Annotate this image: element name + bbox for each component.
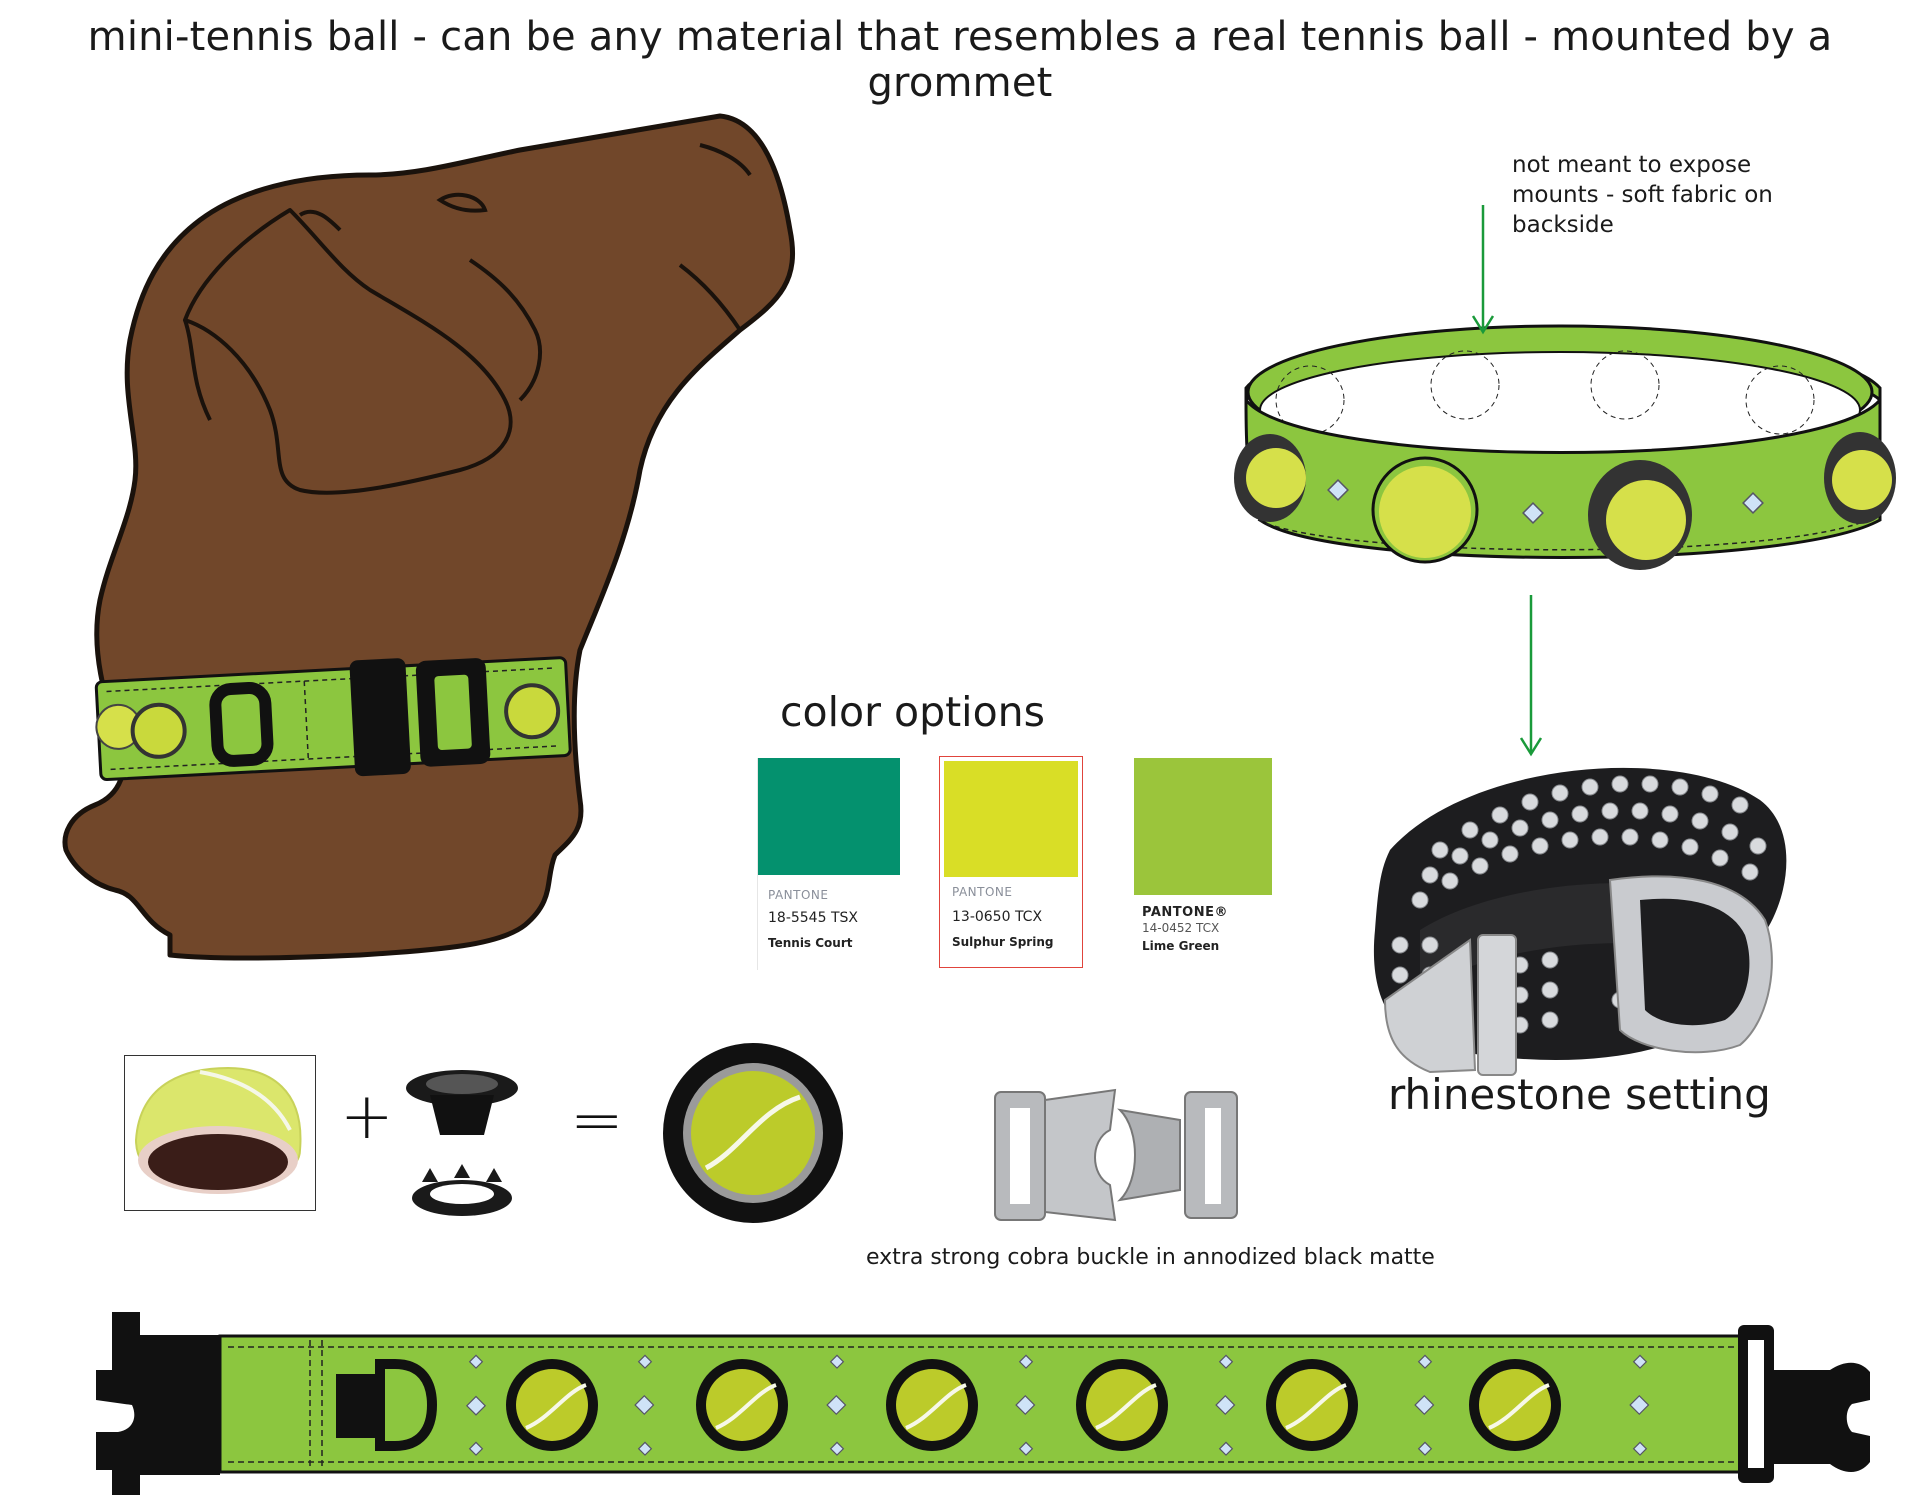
dog-nose-line: [699, 143, 752, 177]
collar-3d-ball-1: [1234, 434, 1306, 522]
swatch-tennis-court: PANTONE 18-5545 TSX Tennis Court: [757, 758, 900, 970]
swatch-name: Sulphur Spring: [952, 935, 1054, 949]
rhinestone-belt-keeper: [1477, 934, 1517, 1076]
dog-eye: [436, 192, 488, 213]
flat-collar-keeper: [336, 1374, 380, 1438]
collar-cobra-buckle-male: [349, 658, 411, 777]
arrow-to-rhinestone: [1519, 595, 1543, 757]
flat-collar-ball-2: [696, 1359, 788, 1451]
plus-sign: +: [340, 1080, 394, 1154]
dog-mouth-line: [678, 263, 742, 332]
swatch-sulphur-spring: PANTONE 13-0650 TCX Sulphur Spring: [939, 756, 1083, 968]
swatch-chip: [944, 761, 1078, 877]
rhinestone-rows: [1391, 775, 1767, 1034]
dog-ear-outline: [183, 208, 513, 495]
swatch-name: Tennis Court: [768, 936, 853, 950]
collar-d-ring: [209, 682, 274, 767]
equals-sign: =: [570, 1084, 624, 1158]
rhinestone-belt-tip: [1383, 938, 1477, 1074]
flat-collar-left-buckle: [96, 1312, 220, 1495]
buckle-caption: extra strong cobra buckle in annodized b…: [866, 1245, 1435, 1270]
flat-collar-right-buckle: [1774, 1362, 1870, 1473]
rhinestone-setting-label: rhinestone setting: [1388, 1070, 1771, 1119]
collar-ball-3: [504, 683, 561, 740]
flat-collar-ball-4: [1076, 1359, 1168, 1451]
collar-3d-ball-4: [1824, 432, 1896, 524]
collar-ball-2: [130, 702, 187, 759]
swatch-brand: PANTONE®: [1142, 905, 1228, 920]
swatch-brand: PANTONE: [768, 888, 829, 902]
swatch-chip: [758, 758, 900, 875]
dog-collar: [94, 656, 572, 782]
color-options-heading: color options: [780, 688, 1045, 736]
swatch-name: Lime Green: [1142, 939, 1220, 953]
flat-collar-ball-6: [1469, 1359, 1561, 1451]
flat-collar-rhinestones: [465, 1354, 1650, 1456]
arrow-to-backside: [1471, 205, 1495, 335]
collar-3d-ball-3: [1588, 460, 1692, 570]
swatch-chip: [1134, 758, 1272, 895]
flat-collar-d-ring: [375, 1359, 438, 1451]
swatch-lime-green: PANTONE® 14-0452 TCX Lime Green: [1134, 758, 1272, 958]
page-title: mini-tennis ball - can be any material t…: [87, 14, 1833, 106]
swatch-code: 13-0650 TCX: [952, 909, 1043, 925]
swatch-brand: PANTONE: [952, 885, 1013, 899]
dog-ear-crease: [183, 319, 212, 421]
backside-note-line-2: mounts - soft fabric on: [1512, 182, 1773, 208]
swatch-code: 18-5545 TSX: [768, 910, 858, 926]
flat-collar-ball-5: [1266, 1359, 1358, 1451]
dog-jaw-line: [468, 258, 542, 402]
collar-3d-ball-2: [1371, 456, 1479, 564]
flat-collar-ball-3: [886, 1359, 978, 1451]
backside-note-line-3: backside: [1512, 212, 1614, 238]
swatch-code: 14-0452 TCX: [1142, 921, 1220, 935]
backside-note-line-1: not meant to expose: [1512, 152, 1752, 178]
dog-brow: [298, 209, 342, 232]
backside-note: not meant to expose mounts - soft fabric…: [1512, 150, 1842, 240]
flat-collar-ball-1: [506, 1359, 598, 1451]
